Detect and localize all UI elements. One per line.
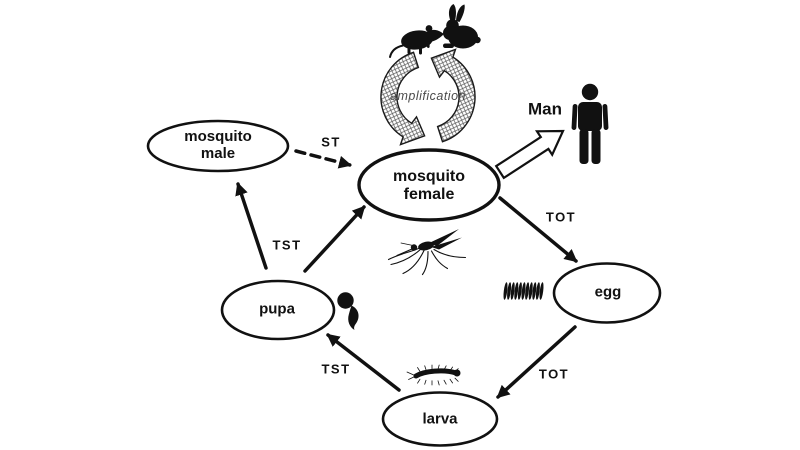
node-egg <box>552 262 662 324</box>
egg-label: egg <box>594 283 622 301</box>
arrow-egg-to-larva <box>496 325 577 399</box>
edge-label-tst-pupa-adults: TST <box>272 237 302 253</box>
node-larva <box>381 391 499 447</box>
node-mosquito-female <box>357 148 501 222</box>
larva-label: larva <box>422 410 458 428</box>
arrow-larva-to-pupa <box>326 333 401 392</box>
rabbit-icon <box>443 4 481 49</box>
pupa-icon <box>337 292 359 330</box>
arrow-pupa-to-male <box>235 182 268 270</box>
arrow-male-to-female-dashed <box>294 149 352 169</box>
cycle-arrows-icon <box>380 48 476 146</box>
mosquito-male-label-line2: male <box>200 145 236 162</box>
rat-icon <box>389 25 444 58</box>
man-icon <box>571 83 609 164</box>
edge-label-tot-female-egg: TOT <box>545 209 577 225</box>
mosquito-female-label-line1: mosquito <box>393 168 465 186</box>
egg-raft-icon <box>503 282 544 300</box>
transition-arrows <box>235 149 578 399</box>
edge-label-tot-egg-larva: TOT <box>538 366 570 382</box>
amplification-label: amplification <box>390 89 466 103</box>
mosquito-female-label-line2: female <box>403 186 455 203</box>
man-label: Man <box>528 99 562 119</box>
mosquito-male-label-line1: mosquito <box>184 128 252 146</box>
larva-icon <box>406 364 461 386</box>
mosquito-icon <box>387 229 467 276</box>
arrow-female-to-egg <box>498 196 578 263</box>
node-mosquito-male <box>146 119 290 173</box>
mosquito-male-label: mosquito male <box>184 128 252 163</box>
arrow-pupa-to-female <box>303 205 366 273</box>
edge-label-st: ST <box>321 134 341 150</box>
pupa-label: pupa <box>259 300 295 318</box>
edge-label-tst-larva-pupa: TST <box>321 361 351 377</box>
node-pupa <box>220 279 336 341</box>
mosquito-female-label: mosquito female <box>393 168 465 204</box>
block-arrow-icon <box>494 129 565 180</box>
